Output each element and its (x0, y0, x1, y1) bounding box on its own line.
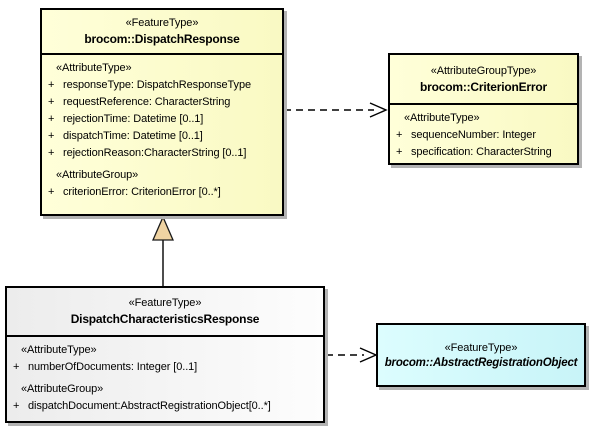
dependency-connector-criterion-error (284, 102, 388, 118)
class-name: brocom::AbstractRegistrationObject (384, 356, 578, 369)
stereotype-label: «AttributeGroupType» (430, 64, 537, 77)
attribute-text: rejectionReason:CharacterString [0..1] (63, 147, 247, 159)
generalization-connector (152, 215, 174, 286)
attribute-text: numberOfDocuments: Integer [0..1] (28, 361, 198, 373)
stereotype-label: «FeatureType» (444, 341, 518, 354)
class-name: brocom::CriterionError (420, 79, 547, 94)
attribute-group-heading: «AttributeGroup» (21, 383, 104, 395)
attribute-row: + numberOfDocuments: Integer [0..1] (7, 359, 323, 376)
visibility-marker: + (13, 361, 20, 373)
attribute-text: specification: CharacterString (411, 146, 552, 158)
attribute-row: + sequenceNumber: Integer (390, 127, 577, 144)
visibility-marker: + (13, 400, 20, 412)
attribute-text: rejectionTime: Datetime [0..1] (63, 113, 204, 125)
attribute-text: dispatchTime: Datetime [0..1] (63, 130, 203, 142)
class-header: «FeatureType» brocom::AbstractRegistrati… (378, 325, 584, 385)
attribute-text: responseType: DispatchResponseType (63, 79, 251, 91)
visibility-marker: + (48, 147, 55, 159)
attribute-type-heading: «AttributeType» (404, 112, 480, 124)
uml-class-criterion-error: «AttributeGroupType» brocom::CriterionEr… (388, 53, 579, 165)
visibility-marker: + (396, 129, 403, 141)
attribute-text: dispatchDocument:AbstractRegistrationObj… (28, 400, 271, 412)
attribute-text: requestReference: CharacterString (63, 96, 231, 108)
generalization-triangle-icon (152, 215, 174, 241)
uml-class-dispatch-response: «FeatureType» brocom::DispatchResponse «… (40, 8, 284, 216)
open-arrowhead-icon (369, 102, 388, 118)
attribute-row: + rejectionTime: Datetime [0..1] (42, 111, 282, 128)
attribute-text: criterionError: CriterionError [0..*] (63, 186, 221, 198)
visibility-marker: + (48, 130, 55, 142)
attribute-row: + dispatchDocument:AbstractRegistrationO… (7, 398, 323, 415)
visibility-marker: + (48, 113, 55, 125)
uml-class-dispatch-characteristics-response: «FeatureType» DispatchCharacteristicsRes… (5, 286, 325, 423)
attribute-row: + rejectionReason:CharacterString [0..1] (42, 145, 282, 162)
class-header: «AttributeGroupType» brocom::CriterionEr… (390, 55, 577, 105)
class-header: «FeatureType» brocom::DispatchResponse (42, 10, 282, 55)
visibility-marker: + (48, 186, 55, 198)
visibility-marker: + (48, 79, 55, 91)
attribute-text: sequenceNumber: Integer (411, 129, 536, 141)
stereotype-label: «FeatureType» (125, 17, 199, 29)
attribute-row: + dispatchTime: Datetime [0..1] (42, 128, 282, 145)
visibility-marker: + (396, 146, 403, 158)
attribute-row: + requestReference: CharacterString (42, 94, 282, 111)
attributes-compartment: «AttributeType» + numberOfDocuments: Int… (7, 337, 323, 415)
attribute-type-heading: «AttributeType» (21, 344, 97, 356)
class-header: «FeatureType» DispatchCharacteristicsRes… (7, 288, 323, 337)
attribute-row: + responseType: DispatchResponseType (42, 77, 282, 94)
class-name: DispatchCharacteristicsResponse (70, 312, 260, 326)
stereotype-label: «FeatureType» (128, 297, 202, 309)
attribute-type-heading: «AttributeType» (56, 62, 132, 74)
uml-class-abstract-registration-object: «FeatureType» brocom::AbstractRegistrati… (376, 323, 586, 387)
class-name: brocom::DispatchResponse (84, 32, 240, 46)
dependency-connector-abstract-registration-object (326, 347, 378, 363)
attribute-row: + criterionError: CriterionError [0..*] (42, 184, 282, 201)
attribute-group-heading: «AttributeGroup» (56, 169, 139, 181)
visibility-marker: + (48, 96, 55, 108)
attribute-row: + specification: CharacterString (390, 144, 577, 161)
attributes-compartment: «AttributeType» + sequenceNumber: Intege… (390, 105, 577, 161)
attributes-compartment: «AttributeType» + responseType: Dispatch… (42, 55, 282, 201)
